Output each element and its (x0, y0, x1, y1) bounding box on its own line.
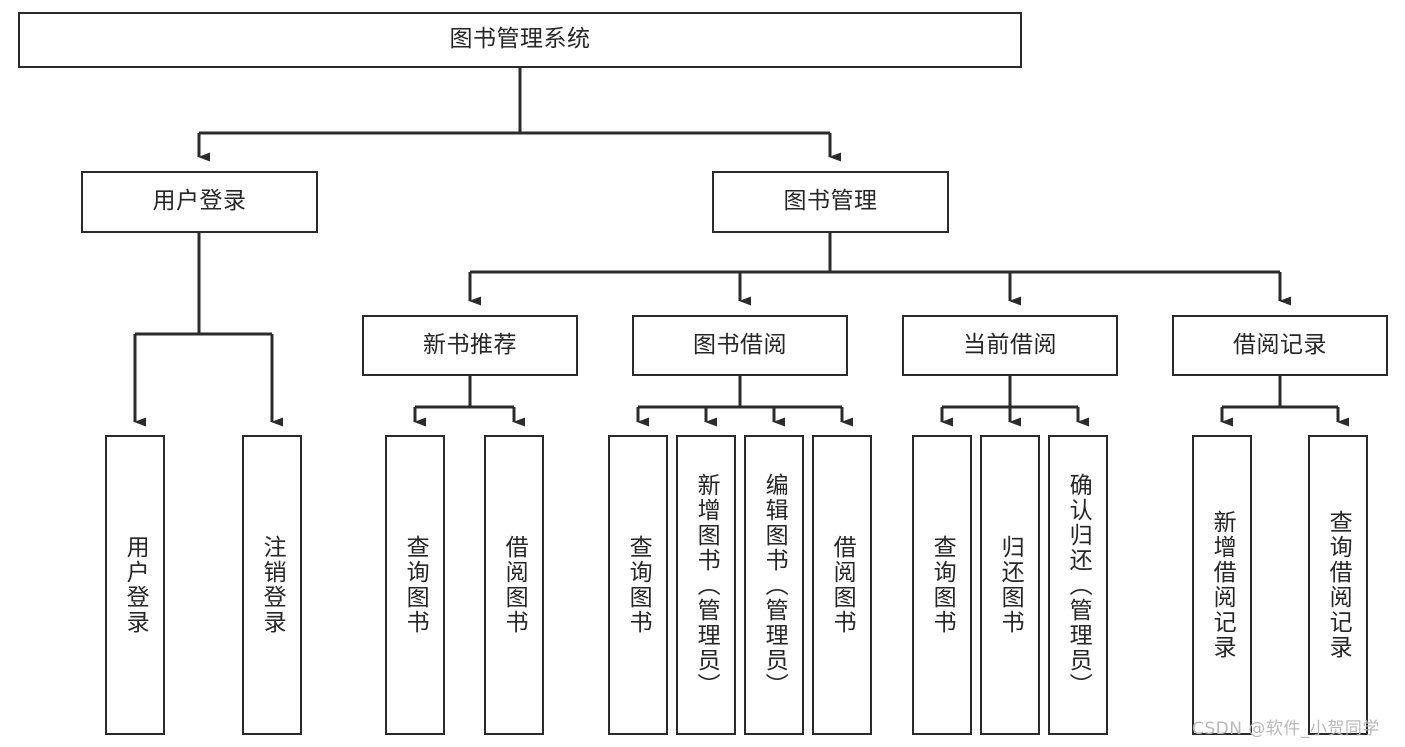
leaf-borrow-book-recommend[interactable]: 借阅图书 (484, 435, 544, 735)
node-book-borrow[interactable]: 图书借阅 (632, 315, 848, 376)
node-label: 确认归还（管理员） (1065, 472, 1092, 698)
leaf-add-borrow-record[interactable]: 新增借阅记录 (1192, 435, 1252, 735)
node-label: 图书管理 (783, 188, 878, 215)
node-label: 查询图书 (625, 535, 652, 635)
node-borrow-record[interactable]: 借阅记录 (1172, 315, 1388, 376)
node-label: 查询借阅记录 (1325, 510, 1352, 660)
node-label: 用户登录 (122, 535, 149, 635)
node-label: 归还图书 (997, 535, 1024, 635)
leaf-edit-book-admin[interactable]: 编辑图书（管理员） (744, 435, 804, 735)
node-label: 当前借阅 (963, 331, 1057, 358)
node-root-library-system[interactable]: 图书管理系统 (18, 12, 1022, 68)
node-book-management[interactable]: 图书管理 (712, 171, 949, 233)
leaf-borrow-book[interactable]: 借阅图书 (812, 435, 872, 735)
node-label: 借阅记录 (1233, 331, 1327, 358)
leaf-logout-login[interactable]: 注销登录 (242, 435, 302, 735)
leaf-query-borrow-record[interactable]: 查询借阅记录 (1308, 435, 1368, 735)
node-label: 图书借阅 (693, 331, 787, 358)
node-label: 查询图书 (402, 535, 429, 635)
node-label: 用户登录 (152, 188, 247, 215)
leaf-add-book-admin[interactable]: 新增图书（管理员） (676, 435, 736, 735)
leaf-confirm-return-admin[interactable]: 确认归还（管理员） (1048, 435, 1108, 735)
node-user-login[interactable]: 用户登录 (81, 171, 318, 233)
leaf-query-book-current[interactable]: 查询图书 (912, 435, 972, 735)
leaf-user-login[interactable]: 用户登录 (105, 435, 165, 735)
node-label: 查询图书 (929, 535, 956, 635)
node-label: 编辑图书（管理员） (761, 472, 788, 698)
node-label: 借阅图书 (501, 535, 528, 635)
node-new-book-recommend[interactable]: 新书推荐 (362, 315, 578, 376)
node-label: 新增图书（管理员） (693, 472, 720, 698)
node-label: 注销登录 (259, 535, 286, 635)
node-label: 新增借阅记录 (1209, 510, 1236, 660)
leaf-return-book[interactable]: 归还图书 (980, 435, 1040, 735)
node-label: 图书管理系统 (449, 26, 591, 53)
node-label: 新书推荐 (423, 331, 517, 358)
csdn-watermark: CSDN @软件_小贺同学 (1192, 719, 1380, 739)
node-label: 借阅图书 (829, 535, 856, 635)
leaf-query-book-borrow[interactable]: 查询图书 (608, 435, 668, 735)
leaf-query-book-recommend[interactable]: 查询图书 (385, 435, 445, 735)
node-current-borrow[interactable]: 当前借阅 (902, 315, 1118, 376)
